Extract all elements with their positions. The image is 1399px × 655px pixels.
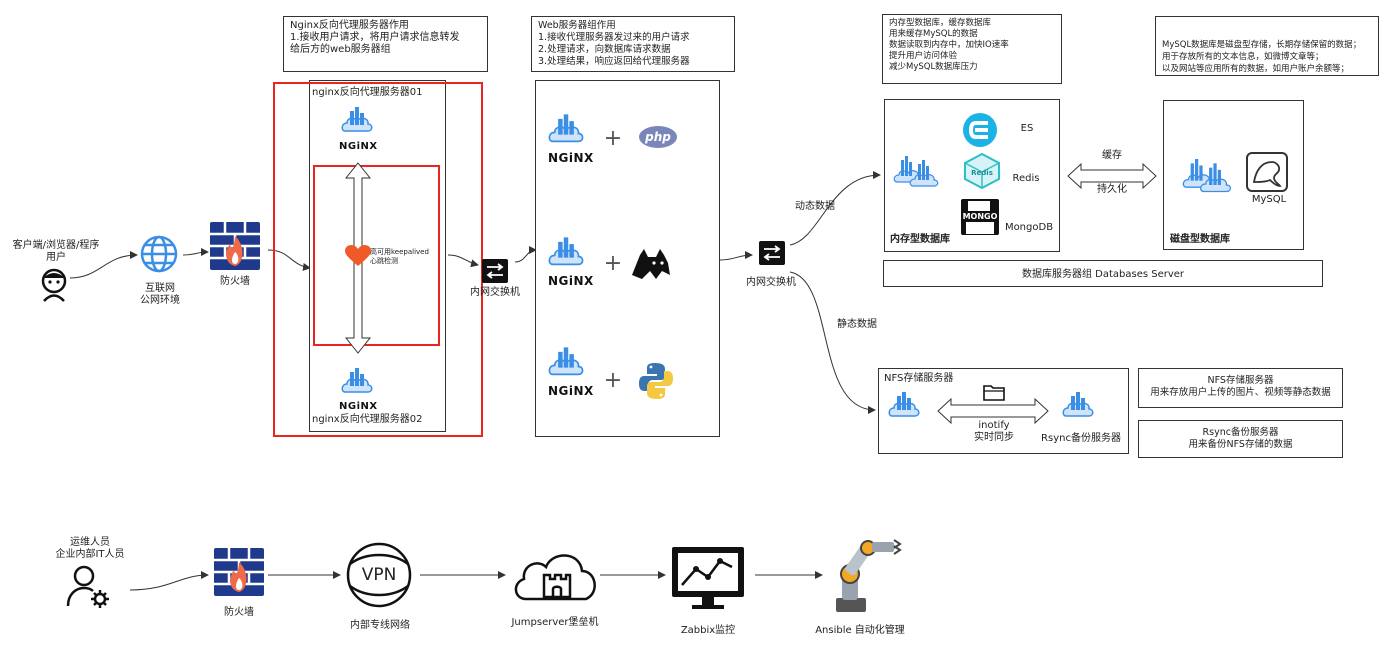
- client-label: 客户端/浏览器/程序 用户: [12, 240, 100, 263]
- rsync-note: Rsync备份服务器 用来备份NFS存储的数据: [1138, 420, 1343, 458]
- plus-sign: +: [603, 126, 623, 151]
- user-icon: [38, 268, 70, 306]
- firewall-icon: [214, 548, 264, 600]
- memory-db-title: 内存型数据库: [890, 234, 950, 245]
- vpn-icon: [346, 542, 412, 612]
- redis-logo-text: Redis: [971, 169, 993, 177]
- edge-dynamic-label: 动态数据: [795, 201, 835, 212]
- nginx-cloud-icon: [548, 345, 584, 383]
- switch-icon: [758, 240, 786, 270]
- edge-static-label: 静态数据: [837, 319, 877, 330]
- nfs-note: NFS存储服务器 用来存放用户上传的图片、视频等静态数据: [1138, 368, 1343, 408]
- jumpserver-cloud-icon: [510, 545, 602, 607]
- nginx-cloud-icon: [548, 235, 584, 273]
- keepalived-highlight-frame: [313, 165, 440, 346]
- es-label: ES: [1020, 123, 1034, 134]
- vpn-label: 内部专线网络: [350, 620, 410, 631]
- firewall-icon: [210, 222, 260, 274]
- mongodb-icon: [960, 198, 1000, 240]
- plus-sign: +: [603, 368, 623, 393]
- nginx-cloud-icon: [341, 105, 373, 139]
- proxy-server2-label: nginx反向代理服务器02: [312, 414, 423, 425]
- db-group-label: 数据库服务器组 Databases Server: [1021, 269, 1185, 280]
- ops-user-icon: [66, 564, 112, 614]
- ops-user-label: 运维人员 企业内部IT人员: [55, 537, 125, 560]
- python-icon: [638, 362, 674, 404]
- cache-arrow-bottom-label: 持久化: [1097, 184, 1127, 195]
- switch-icon: [481, 258, 509, 288]
- cache-persist-arrow: [1067, 162, 1157, 193]
- nginx-logo-text: NGiNX: [548, 384, 594, 398]
- redis-icon: [963, 152, 1001, 193]
- disk-db-title: 磁盘型数据库: [1170, 234, 1230, 245]
- server-cluster-icon: [1182, 150, 1234, 198]
- mysql-note: MySQL数据库是磁盘型存储，长期存储保留的数据； 用于存放所有的文本信息，如微…: [1155, 16, 1379, 76]
- plus-sign: +: [603, 251, 623, 276]
- mysql-label: MySQL: [1251, 194, 1287, 205]
- nginx-logo-text: NGiNX: [339, 401, 378, 412]
- folder-icon: [983, 383, 1005, 405]
- mongo-logo-text: MONGO: [962, 212, 998, 221]
- nginx-logo-text: NGiNX: [548, 151, 594, 165]
- elasticsearch-icon: [962, 112, 998, 152]
- proxy-note: Nginx反向代理服务器作用 1.接收用户请求，将用户请求信息转发 给后方的we…: [283, 16, 488, 72]
- heart-icon: [345, 245, 371, 271]
- redis-label: Redis: [1012, 173, 1040, 184]
- rsync-server-icon: [1062, 390, 1094, 424]
- cache-db-note: 内存型数据库，缓存数据库 用来缓存MySQL的数据 数据读取到内存中，加快IO速…: [882, 14, 1062, 84]
- nginx-logo-text: NGiNX: [339, 141, 378, 152]
- internet-label: 互联网 公网环境: [140, 283, 180, 306]
- sync-double-arrow: [937, 397, 1049, 428]
- globe-icon: [139, 234, 179, 278]
- vpn-text: VPN: [361, 565, 397, 585]
- ansible-robot-arm-icon: [828, 536, 902, 620]
- web-note: Web服务器组作用 1.接收代理服务器发过来的用户请求 2.处理请求，向数据库请…: [531, 16, 735, 72]
- jumpserver-label: Jumpserver堡垒机: [511, 617, 599, 628]
- db-group-box: [883, 260, 1323, 287]
- cache-arrow-top-label: 缓存: [1102, 150, 1122, 161]
- switch2-label: 内网交换机: [746, 277, 796, 288]
- proxy-server1-label: nginx反向代理服务器01: [312, 87, 423, 98]
- nfs-title: NFS存储服务器: [884, 373, 954, 384]
- switch1-label: 内网交换机: [470, 287, 520, 298]
- nfs-server-icon: [888, 390, 920, 424]
- inotify-label: inotify 实时同步: [974, 420, 1014, 443]
- zabbix-monitor-icon: [670, 545, 746, 615]
- nginx-cloud-icon: [548, 112, 584, 150]
- nginx-logo-text: NGiNX: [548, 274, 594, 288]
- mysql-icon: [1246, 152, 1288, 196]
- keepalived-label: 高可用keepalived 心跳检测: [370, 248, 429, 265]
- mongodb-label: MongoDB: [1004, 222, 1054, 233]
- ansible-label: Ansible 自动化管理: [815, 625, 905, 636]
- zabbix-label: Zabbix监控: [680, 625, 736, 636]
- ops-firewall-label: 防火墙: [224, 607, 254, 618]
- server-cluster-icon: [893, 148, 941, 192]
- proxy-highlight-frame: [273, 82, 483, 437]
- rsync-label: Rsync备份服务器: [1041, 433, 1121, 444]
- php-text: php: [645, 130, 671, 144]
- proxy-server-group: [309, 80, 446, 432]
- firewall-top-label: 防火墙: [220, 276, 250, 287]
- tomcat-icon: [630, 245, 672, 285]
- nginx-cloud-icon: [341, 366, 373, 400]
- php-icon: [638, 125, 678, 153]
